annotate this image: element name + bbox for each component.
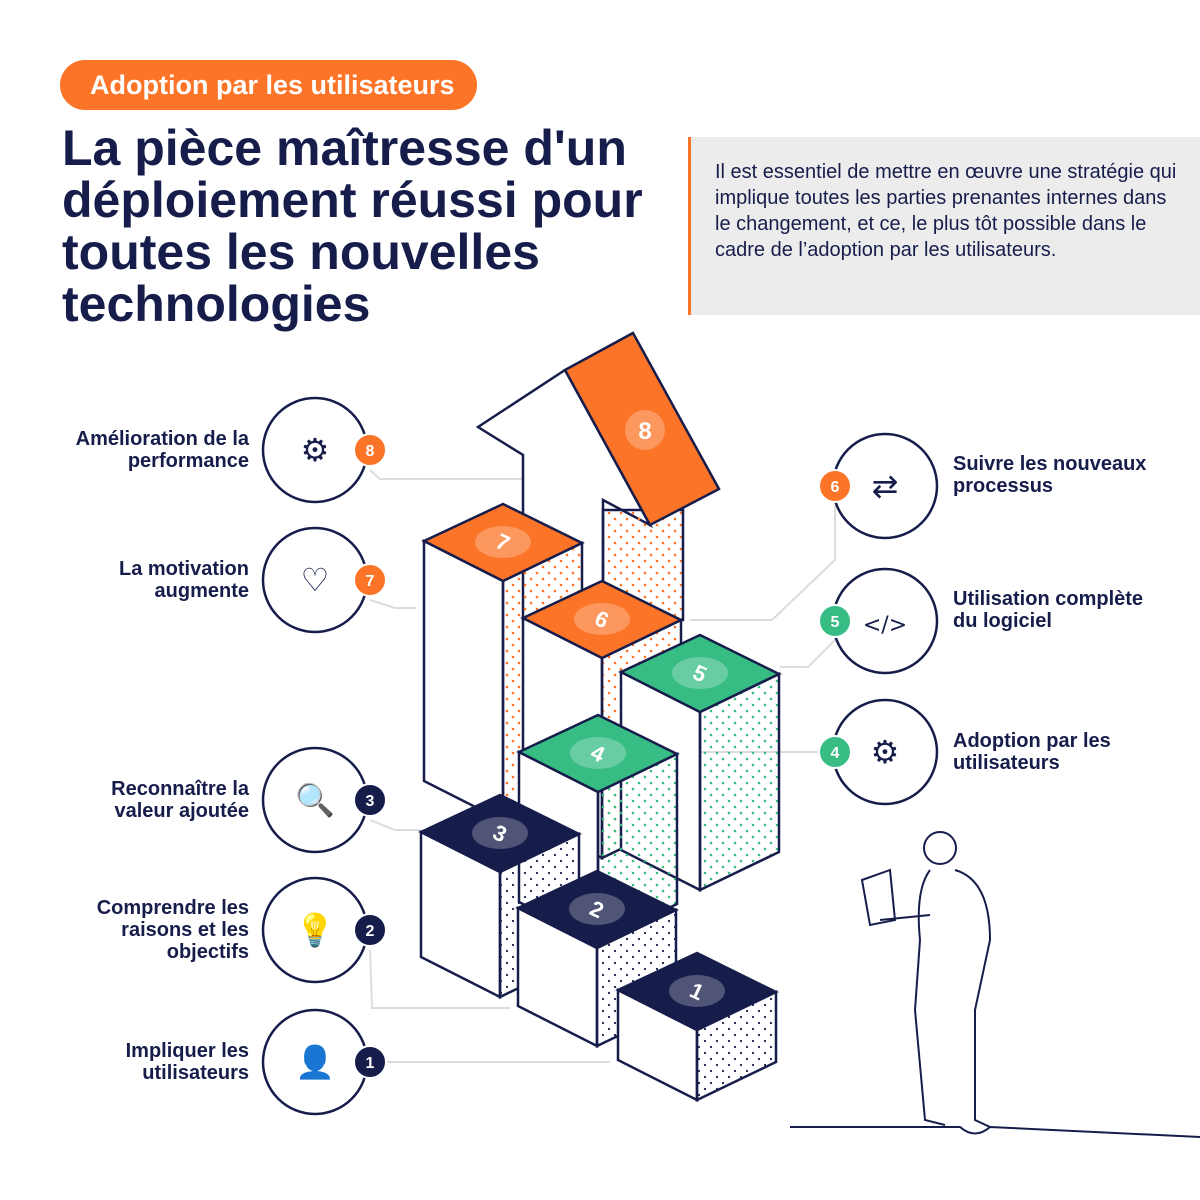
process-flow-step-circle: ⇄6 bbox=[818, 432, 939, 540]
gear-check-icon: ⚙ bbox=[871, 733, 900, 771]
step-badge bbox=[353, 433, 387, 467]
step-number-8: 8 bbox=[638, 418, 651, 445]
step-label-5: Utilisation complète du logiciel bbox=[953, 588, 1144, 632]
lightbulb-gear-icon: 💡 bbox=[295, 911, 335, 949]
svg-text:8: 8 bbox=[366, 443, 375, 460]
step-badge bbox=[818, 469, 852, 503]
magnifier-check-step-circle: 🔍3 bbox=[261, 746, 387, 854]
svg-text:6: 6 bbox=[831, 479, 840, 496]
monitor-code-icon: </> bbox=[863, 613, 907, 638]
process-flow-icon: ⇄ bbox=[872, 467, 899, 505]
gear-check-step-circle: ⚙4 bbox=[818, 698, 939, 806]
heart-arrow-step-circle: ♡7 bbox=[261, 526, 387, 634]
intro-text: Il est essentiel de mettre en œuvre une … bbox=[688, 137, 1200, 315]
user-add-step-circle: 👤1 bbox=[261, 1008, 387, 1116]
step-label-7: La motivation augmente bbox=[118, 558, 249, 602]
step-label-3: Reconnaître la valeur ajoutée bbox=[111, 778, 249, 822]
category-tag: Adoption par les utilisateurs bbox=[60, 60, 477, 110]
magnifier-check-icon: 🔍 bbox=[295, 780, 335, 819]
step-label-2: Comprendre les raisons et les objectifs bbox=[96, 897, 249, 963]
gear-arrow-step-circle: ⚙8 bbox=[261, 396, 387, 504]
heart-arrow-icon: ♡ bbox=[301, 561, 330, 599]
step-badge bbox=[818, 604, 852, 638]
arrow-head-panel bbox=[563, 331, 721, 527]
user-add-icon: 👤 bbox=[295, 1043, 335, 1081]
gear-arrow-icon: ⚙ bbox=[301, 431, 330, 469]
step-badge bbox=[353, 563, 387, 597]
step-label-1: Impliquer les utilisateurs bbox=[125, 1040, 249, 1084]
step-badge bbox=[353, 1045, 387, 1079]
step-badge bbox=[353, 913, 387, 947]
svg-text:1: 1 bbox=[366, 1055, 375, 1072]
step-label-6: Suivre les nouveaux processus bbox=[953, 453, 1147, 497]
step-badge bbox=[818, 735, 852, 769]
step-label-8: Amélioration de la performance bbox=[75, 428, 249, 472]
step-label-4: Adoption par les utilisateurs bbox=[953, 730, 1111, 774]
svg-text:7: 7 bbox=[366, 573, 375, 590]
svg-text:5: 5 bbox=[831, 614, 840, 631]
lightbulb-gear-step-circle: 💡2 bbox=[261, 876, 387, 984]
step-block-1: 1 bbox=[615, 951, 779, 1103]
svg-text:2: 2 bbox=[366, 923, 375, 940]
svg-text:4: 4 bbox=[831, 745, 840, 762]
page-title: La pièce maîtresse d'un déploiement réus… bbox=[62, 120, 643, 332]
svg-text:3: 3 bbox=[366, 793, 375, 810]
monitor-code-step-circle: </> 5 bbox=[818, 567, 939, 675]
step-badge bbox=[353, 783, 387, 817]
